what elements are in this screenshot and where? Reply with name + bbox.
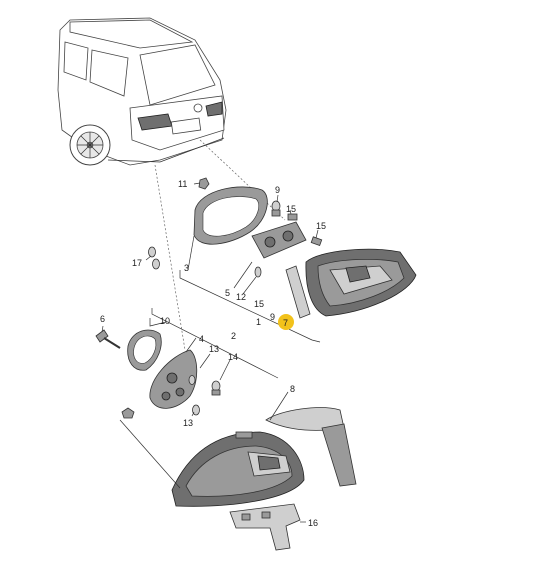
leader-13b <box>191 411 195 417</box>
label-10: 10 <box>160 316 170 326</box>
label-15b: 15 <box>316 221 326 231</box>
leader-13a <box>199 353 211 369</box>
label-13a: 13 <box>209 344 219 354</box>
leader-4 <box>185 337 197 353</box>
part-11-nut-icon <box>198 177 210 190</box>
label-1: 1 <box>256 317 261 327</box>
leader-11 <box>193 182 201 185</box>
label-9b: 9 <box>270 312 275 322</box>
leader-15a <box>289 209 292 215</box>
part-15-socket-icon <box>287 213 323 247</box>
left-tail-light-unit <box>171 431 305 507</box>
leader-9a <box>276 194 279 203</box>
leader-5 <box>233 261 253 289</box>
leader-3 <box>187 235 195 271</box>
leader-8 <box>269 391 289 421</box>
label-12: 12 <box>236 292 246 302</box>
part-3-gasket <box>193 186 268 245</box>
part-8-inner-cover <box>265 407 357 487</box>
car-wheel-icon <box>69 124 111 166</box>
label-4: 4 <box>199 334 204 344</box>
label-13b: 13 <box>183 418 193 428</box>
leader-12 <box>242 276 257 295</box>
part-10-gasket <box>127 329 162 371</box>
label-5: 5 <box>225 288 230 298</box>
label-17: 17 <box>132 258 142 268</box>
part-6-screw-icon <box>95 329 121 349</box>
right-tail-light-unit <box>305 248 417 317</box>
label-6: 6 <box>100 314 105 324</box>
leader-car-to-light-right <box>199 139 286 221</box>
part-14-bulb-icon <box>211 380 221 396</box>
label-15a: 15 <box>286 204 296 214</box>
part-7-strip <box>285 265 311 319</box>
assembly-bracket-2 <box>151 308 279 379</box>
label-14: 14 <box>228 352 238 362</box>
leader-6 <box>101 325 104 333</box>
car-rear-view <box>57 17 227 166</box>
part-12-bulb-icon <box>254 266 262 278</box>
label-11: 11 <box>178 179 187 189</box>
part-13-bulb-icon <box>188 375 200 416</box>
assembly-bracket-2b <box>119 419 181 489</box>
label-3: 3 <box>184 263 189 273</box>
label-7-highlight <box>278 314 294 330</box>
part-nut-icon <box>121 407 135 419</box>
label-8: 8 <box>290 384 295 394</box>
part-17-bulbs-icon <box>148 246 160 270</box>
assembly-bracket-1 <box>179 270 321 343</box>
leader-15b <box>315 229 319 239</box>
part-9-bulb-icon <box>271 200 281 217</box>
part-5-bulb-holder <box>251 221 307 259</box>
label-7: 7 <box>283 318 288 328</box>
label-16: 16 <box>308 518 318 528</box>
label-9a: 9 <box>275 185 280 195</box>
leader-car-to-light-left <box>154 164 186 351</box>
leader-10 <box>149 318 167 327</box>
label-2: 2 <box>231 331 236 341</box>
part-4-bulb-holder <box>149 349 198 409</box>
leader-17 <box>145 255 152 261</box>
label-15c: 15 <box>254 299 264 309</box>
part-16-bracket <box>229 503 301 551</box>
car-tail-light-right-icon <box>205 101 223 117</box>
leader-14 <box>219 359 231 381</box>
